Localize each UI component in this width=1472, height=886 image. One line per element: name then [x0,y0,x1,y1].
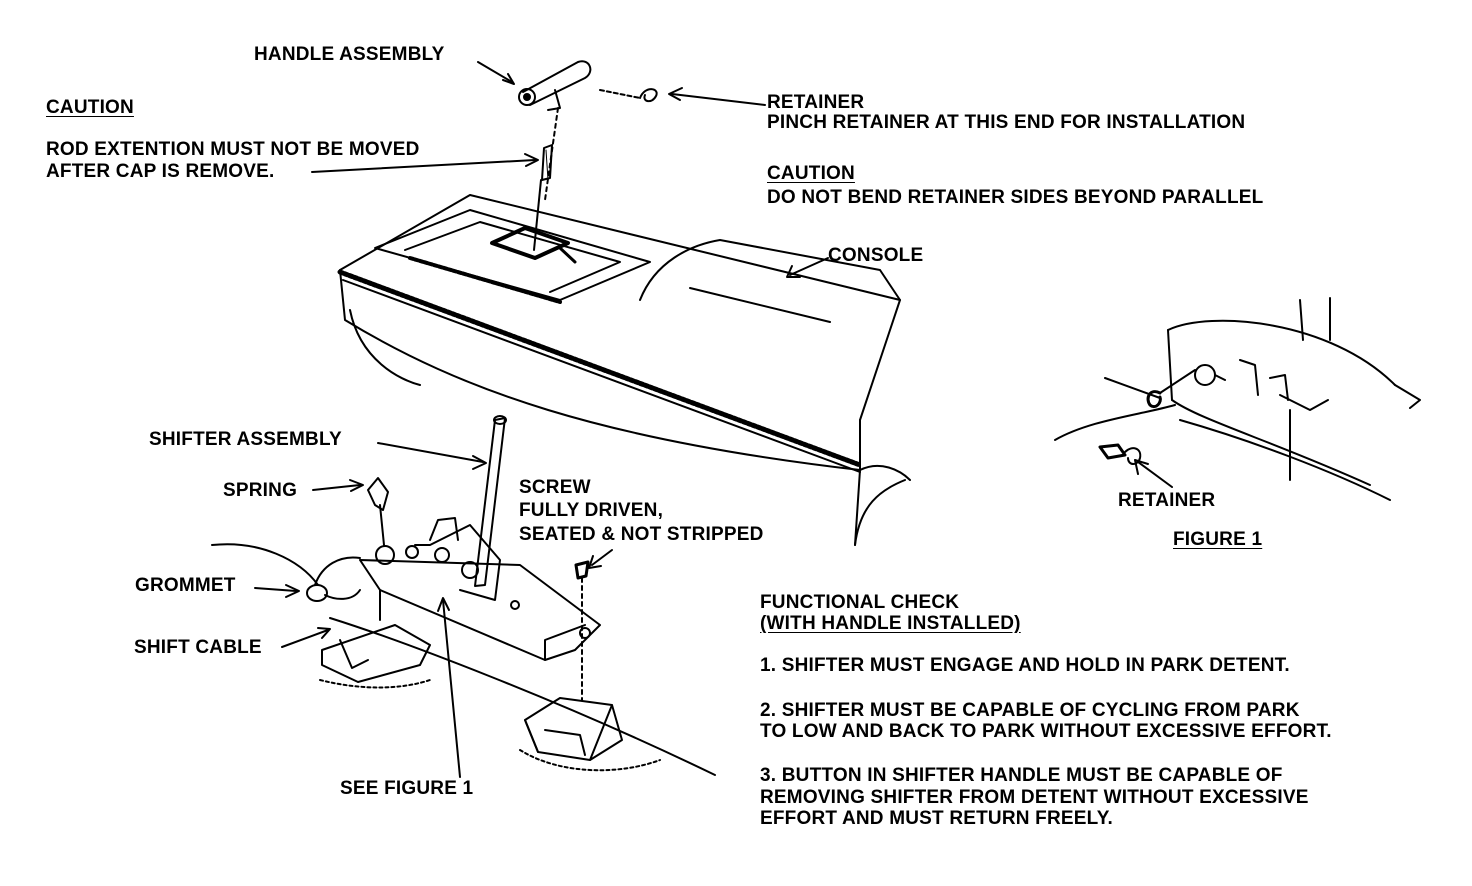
check-step-1: 1. SHIFTER MUST ENGAGE AND HOLD IN PARK … [760,655,1290,676]
retainer-caution-heading: CAUTION [767,163,855,184]
shifter-assembly-label: SHIFTER ASSEMBLY [149,429,342,450]
screw-label-line2: FULLY DRIVEN, [519,500,664,521]
console-label: CONSOLE [828,245,924,266]
leader-lines [255,62,1172,777]
grommet-label: GROMMET [135,575,236,596]
figure1-drawing [1055,298,1420,500]
figure1-caption: FIGURE 1 [1173,529,1263,550]
retainer-caution-text: DO NOT BEND RETAINER SIDES BEYOND PARALL… [767,187,1264,208]
check-step-3-line1: 3. BUTTON IN SHIFTER HANDLE MUST BE CAPA… [760,765,1283,786]
handle-assembly-drawing [519,61,590,250]
shift-cable-label: SHIFT CABLE [134,637,262,658]
retainer-label: RETAINER [767,92,865,113]
rod-caution-line2: AFTER CAP IS REMOVE. [46,161,275,182]
check-step-3-line2: REMOVING SHIFTER FROM DETENT WITHOUT EXC… [760,787,1309,808]
check-step-2-line1: 2. SHIFTER MUST BE CAPABLE OF CYCLING FR… [760,700,1300,721]
retainer-clip-drawing [600,89,657,101]
figure1-retainer-label: RETAINER [1118,490,1216,511]
screw-label-line3: SEATED & NOT STRIPPED [519,524,764,545]
check-step-2-line2: TO LOW AND BACK TO PARK WITHOUT EXCESSIV… [760,721,1332,742]
screw-label-line1: SCREW [519,477,591,498]
spring-label: SPRING [223,480,298,501]
rod-caution-line1: ROD EXTENTION MUST NOT BE MOVED [46,139,420,160]
retainer-pinch-note: PINCH RETAINER AT THIS END FOR INSTALLAT… [767,112,1246,133]
functional-check-subheading: (WITH HANDLE INSTALLED) [760,613,1021,634]
caution-heading: CAUTION [46,97,134,118]
see-figure-label: SEE FIGURE 1 [340,778,474,799]
functional-check-heading: FUNCTIONAL CHECK [760,592,960,613]
shifter-assembly-drawing [212,416,715,775]
check-step-3-line3: EFFORT AND MUST RETURN FREELY. [760,808,1113,829]
console-drawing [340,195,910,545]
handle-assembly-label: HANDLE ASSEMBLY [254,44,445,65]
